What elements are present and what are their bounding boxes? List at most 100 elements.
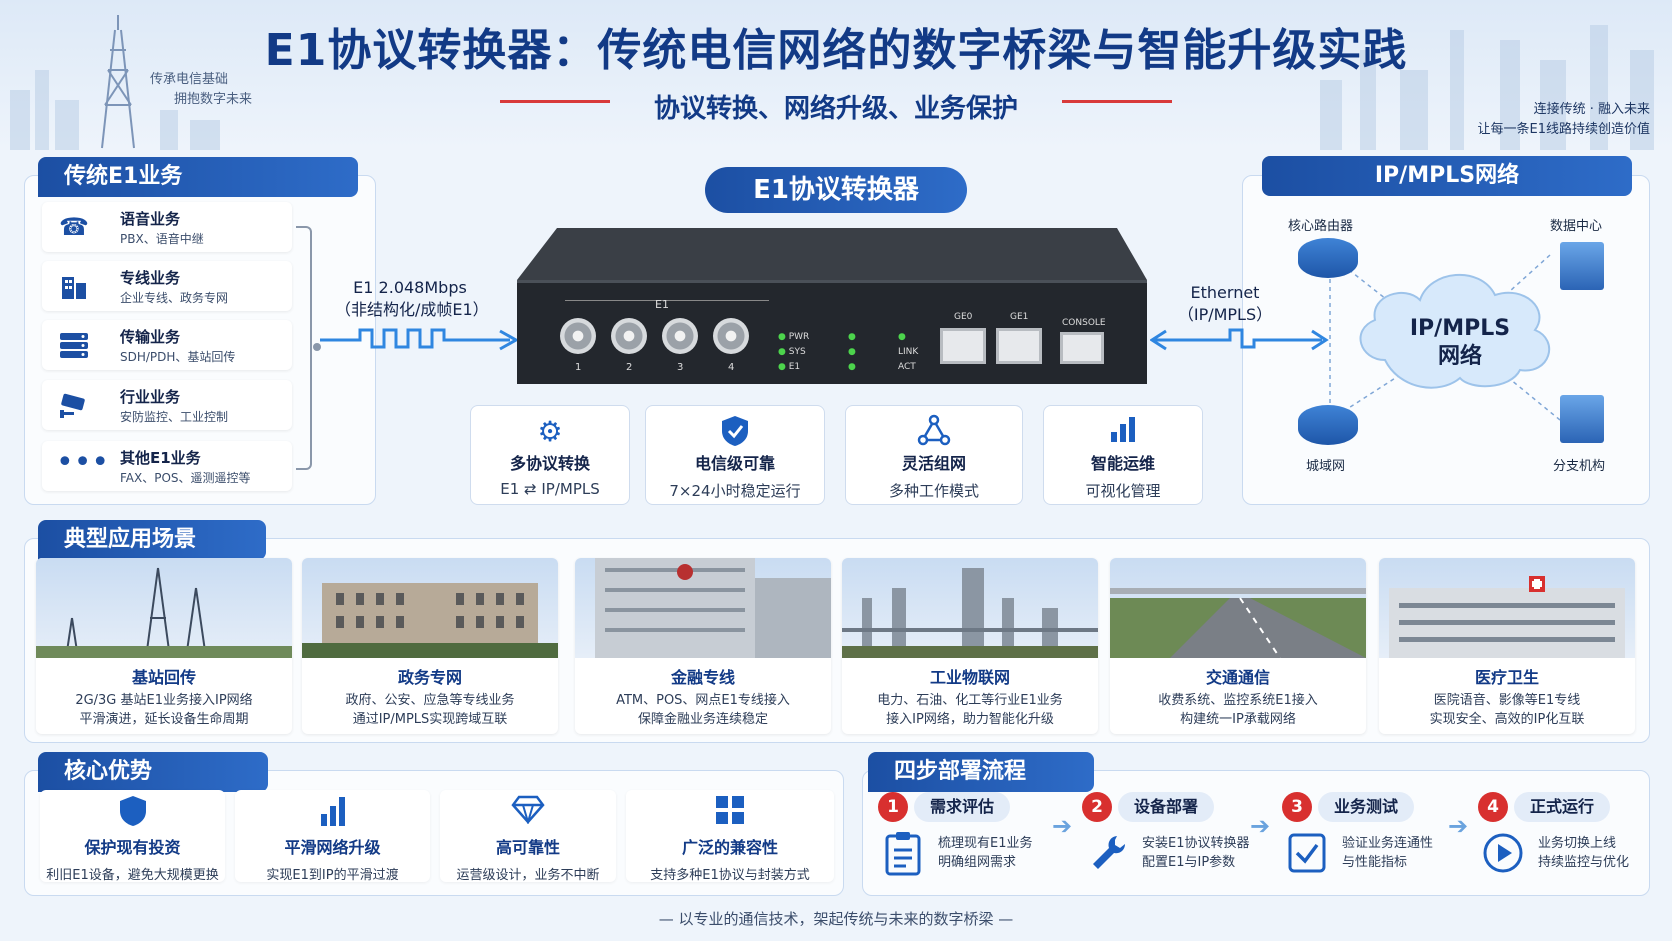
advantage-card-reliability: 高可靠性 运营级设计，业务不中断: [440, 790, 616, 883]
scenario-desc-line-2: 接入IP网络，助力智能化升级: [886, 712, 1054, 727]
feature-desc: 可视化管理: [1085, 482, 1161, 500]
advantage-card-compatibility: 广泛的兼容性 支持多种E1协议与封装方式: [626, 790, 834, 883]
highway-image: [1110, 558, 1366, 658]
node-label-metro: 城域网: [1306, 459, 1346, 474]
feature-card-ops: 智能运维 可视化管理: [1043, 405, 1203, 505]
hospital-image: [1379, 558, 1635, 658]
cloud-label: IP/MPLS 网络: [1400, 315, 1520, 371]
footer-tagline: — 以专业的通信技术，架起传统与未来的数字桥梁 —: [658, 910, 1014, 928]
scenario-desc-line-2: 构建统一IP承载网络: [1180, 712, 1296, 727]
clipboard-icon: [878, 830, 928, 886]
router-icon: [1298, 405, 1358, 445]
scenario-title: 基站回传: [131, 668, 196, 687]
data-center-icon: [1560, 242, 1604, 290]
bank-building-image: [575, 558, 831, 658]
router-icon: [1298, 238, 1358, 278]
tower-icon: [101, 15, 135, 149]
page-title: E1协议转换器：传统电信网络的数字桥梁与智能升级实践: [264, 25, 1408, 76]
feature-card-reliable: 电信级可靠 7×24小时稳定运行: [645, 405, 825, 505]
node-label-branch: 分支机构: [1553, 459, 1606, 474]
step-desc-line-1: 业务切换上线: [1538, 836, 1617, 851]
bar-chart-icon: [235, 794, 430, 834]
page-subtitle: 协议转换、网络升级、业务保护: [653, 94, 1018, 124]
feature-card-networking: 灵活组网 多种工作模式: [845, 405, 1023, 505]
ge1-port[interactable]: [996, 328, 1042, 364]
step-desc-line-2: 明确组网需求: [938, 855, 1017, 870]
scenario-card-government: 政务专网 政府、公安、应急等专线业务通过IP/MPLS实现跨域互联: [302, 558, 558, 734]
scenario-desc: 电力、石油、化工等行业E1业务接入IP网络，助力智能化升级: [842, 691, 1098, 729]
legacy-item-name: 行业业务: [120, 388, 181, 406]
wrench-icon: [1082, 830, 1132, 886]
bnc-port-2[interactable]: [611, 318, 647, 354]
step-title: 设备部署: [1118, 792, 1215, 822]
feature-desc: 7×24小时稳定运行: [669, 482, 801, 500]
grid-icon: [626, 794, 834, 834]
node-label-data-center: 数据中心: [1550, 219, 1603, 234]
advantage-title: 保护现有投资: [84, 838, 181, 857]
led-label: LINK: [898, 347, 919, 357]
city-skyline-left: [0, 15, 260, 150]
feature-desc: E1 ⇄ IP/MPLS: [500, 480, 600, 498]
divider-left: [500, 100, 610, 103]
ge0-port[interactable]: [940, 328, 986, 364]
advantage-desc: 利旧E1设备，避免大规模更换: [46, 868, 219, 883]
camera-icon: [56, 390, 92, 420]
port-number: 1: [575, 362, 582, 373]
slogan-right-line-2: 让每一条E1线路持续创造价值: [1477, 122, 1651, 137]
advantage-desc: 运营级设计，业务不中断: [456, 868, 600, 883]
eth-port-label: CONSOLE: [1062, 318, 1106, 328]
led-label: ACT: [898, 362, 916, 372]
legacy-section-title: 传统E1业务: [38, 157, 358, 197]
deploy-step-3: 3 业务测试 验证业务连通性与性能指标: [1282, 790, 1457, 890]
legacy-item-name: 其他E1业务: [120, 449, 201, 467]
legacy-item-name: 专线业务: [120, 269, 181, 287]
status-leds: ● PWR ● SYS ● E1: [778, 332, 810, 372]
step-title: 业务测试: [1318, 792, 1415, 822]
scenario-section-title: 典型应用场景: [38, 520, 266, 560]
bnc-port-1[interactable]: [560, 318, 596, 354]
console-port[interactable]: [1060, 332, 1104, 364]
scenario-desc-line-2: 实现安全、高效的IP化互联: [1429, 712, 1585, 727]
port-number: 4: [728, 362, 735, 373]
scenario-desc-line-1: 电力、石油、化工等行业E1业务: [877, 693, 1063, 708]
step-desc: 验证业务连通性与性能指标: [1342, 834, 1433, 872]
step-desc-line-1: 梳理现有E1业务: [938, 836, 1033, 851]
eth-port-label: GE0: [954, 312, 973, 322]
ethernet-ports: GE0 GE1 CONSOLE: [940, 312, 1110, 372]
ethernet-link-type: Ethernet: [1190, 283, 1260, 302]
scenario-title: 政务专网: [397, 668, 462, 687]
legacy-item-desc: 企业专线、政务专网: [120, 291, 229, 305]
scenario-desc: 政府、公安、应急等专线业务通过IP/MPLS实现跨域互联: [302, 691, 558, 729]
deploy-panel: [862, 770, 1650, 896]
legacy-item-leased-line: 专线业务 企业专线、政务专网: [42, 261, 292, 311]
scenario-title: 医疗卫生: [1474, 668, 1539, 687]
scenario-title: 交通通信: [1205, 668, 1270, 687]
feature-card-protocol: ⚙ 多协议转换 E1 ⇄ IP/MPLS: [470, 405, 630, 505]
bnc-port-3[interactable]: [662, 318, 698, 354]
legacy-item-name: 传输业务: [120, 328, 181, 346]
play-icon: [1478, 830, 1528, 886]
scenario-card-finance: 金融专线 ATM、POS、网点E1专线接入保障金融业务连续稳定: [575, 558, 831, 734]
e1-signal-arrow: [320, 328, 520, 351]
advantage-title: 高可靠性: [495, 838, 560, 857]
step-number: 4: [1478, 792, 1508, 822]
ethernet-link-label: Ethernet （IP/MPLS）: [1160, 282, 1290, 326]
link-leds: ● LINK ACT: [898, 330, 918, 375]
scenario-card-transport: 交通通信 收费系统、监控系统E1接入构建统一IP承载网络: [1110, 558, 1366, 734]
bnc-port-4[interactable]: [713, 318, 749, 354]
deploy-step-2: 2 设备部署 安装E1协议转换器配置E1与IP参数: [1082, 790, 1257, 890]
advantages-section-title: 核心优势: [38, 752, 268, 792]
legacy-item-other: ••• 其他E1业务 FAX、POS、遥测遥控等: [42, 441, 292, 491]
slogan-right-line-1: 连接传统 · 融入未来: [1533, 102, 1650, 117]
slogan-left-line-1: 传承电信基础: [150, 72, 229, 87]
base-station-image: [36, 558, 292, 658]
scenario-desc-line-1: 政府、公安、应急等专线业务: [345, 693, 515, 708]
checkbox-icon: [1282, 830, 1332, 886]
network-icon: [846, 414, 1022, 450]
shield-icon: [40, 794, 225, 834]
advantage-title: 广泛的兼容性: [681, 838, 778, 857]
branch-office-icon: [1560, 395, 1604, 443]
scenario-card-medical: 医疗卫生 医院语音、影像等E1专线实现安全、高效的IP化互联: [1379, 558, 1635, 734]
advantage-desc: 支持多种E1协议与封装方式: [650, 868, 810, 883]
refinery-image: [842, 558, 1098, 658]
